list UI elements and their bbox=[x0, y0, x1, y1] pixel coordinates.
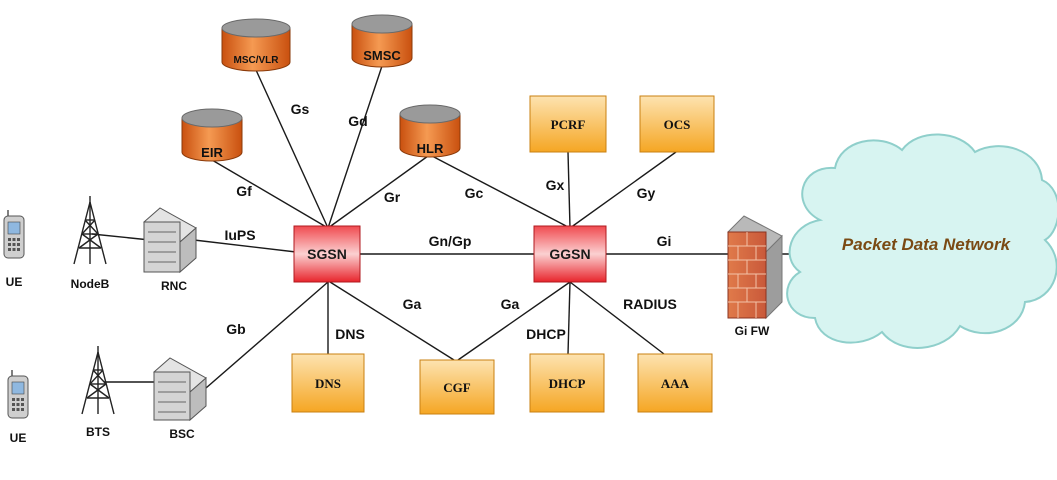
interface-labels: Gs Gd Gf Gr Gc Gx Gy IuPS Gn/Gp Gi Gb DN… bbox=[224, 101, 676, 342]
link-bsc-sgsn bbox=[205, 281, 329, 389]
dns-box: DNS bbox=[291, 353, 365, 413]
interface-radius: RADIUS bbox=[623, 296, 677, 312]
mobile-phone-icon bbox=[3, 210, 25, 259]
interface-dns: DNS bbox=[335, 326, 365, 342]
sgsn-node: SGSN bbox=[293, 225, 361, 283]
interface-gy: Gy bbox=[637, 185, 656, 201]
smsc-label: SMSC bbox=[363, 48, 401, 63]
bts-label: BTS bbox=[86, 425, 110, 439]
eir-database: EIR bbox=[181, 108, 243, 162]
dhcp-box: DHCP bbox=[529, 353, 605, 413]
link-ggsn-hlr bbox=[431, 155, 571, 229]
link-rnc-sgsn bbox=[193, 239, 297, 253]
packet-data-network-cloud: Packet Data Network bbox=[786, 133, 1057, 349]
link-ggsn-ocs bbox=[569, 151, 677, 229]
smsc-database: SMSC bbox=[351, 14, 413, 68]
rnc: RNC bbox=[143, 207, 197, 293]
database-cylinder-icon bbox=[399, 104, 461, 158]
aaa-box: AAA bbox=[637, 353, 713, 413]
cloud-icon bbox=[786, 133, 1057, 349]
interface-gs: Gs bbox=[291, 101, 310, 117]
sgsn-label: SGSN bbox=[307, 246, 347, 262]
rnc-label: RNC bbox=[161, 279, 187, 293]
aaa-label: AAA bbox=[661, 376, 690, 391]
hlr-label: HLR bbox=[417, 141, 444, 156]
dhcp-box-label: DHCP bbox=[549, 376, 586, 391]
firewall-icon bbox=[727, 215, 783, 320]
connection-lines bbox=[91, 65, 800, 389]
dns-box-label: DNS bbox=[315, 376, 341, 391]
bsc: BSC bbox=[153, 357, 207, 441]
pdn-label: Packet Data Network bbox=[842, 235, 1012, 254]
interface-iups: IuPS bbox=[224, 227, 255, 243]
link-ggsn-dhcp bbox=[567, 281, 571, 355]
pcrf-label: PCRF bbox=[551, 117, 586, 132]
radio-tower-icon bbox=[73, 196, 107, 265]
server-rack-icon bbox=[143, 207, 197, 274]
database-cylinder-icon bbox=[221, 18, 291, 72]
interface-gr: Gr bbox=[384, 189, 401, 205]
eir-label: EIR bbox=[201, 145, 223, 160]
nodeb-label: NodeB bbox=[71, 277, 110, 291]
interface-gf: Gf bbox=[236, 183, 252, 199]
bsc-label: BSC bbox=[169, 427, 195, 441]
interface-ga-left: Ga bbox=[403, 296, 422, 312]
interface-gn-gp: Gn/Gp bbox=[429, 233, 472, 249]
link-sgsn-smsc bbox=[327, 65, 383, 229]
database-cylinder-icon bbox=[181, 108, 243, 162]
msc-vlr-label: MSC/VLR bbox=[234, 55, 280, 66]
ggsn-node: GGSN bbox=[533, 225, 607, 283]
link-ggsn-cgf bbox=[457, 281, 571, 361]
interface-gd: Gd bbox=[348, 113, 367, 129]
interface-gb: Gb bbox=[226, 321, 245, 337]
interface-gx: Gx bbox=[546, 177, 565, 193]
pcrf-box: PCRF bbox=[529, 95, 607, 153]
ue-top-label: UE bbox=[6, 275, 23, 289]
link-ggsn-aaa bbox=[569, 281, 665, 355]
interface-dhcp: DHCP bbox=[526, 326, 566, 342]
database-cylinder-icon bbox=[351, 14, 413, 68]
gi-fw-label: Gi FW bbox=[735, 324, 770, 338]
interface-gi: Gi bbox=[657, 233, 672, 249]
bts: BTS bbox=[81, 346, 115, 439]
mobile-phone-icon bbox=[7, 370, 29, 419]
link-ggsn-pcrf bbox=[567, 151, 571, 229]
link-sgsn-cgf bbox=[329, 281, 455, 361]
radio-tower-icon bbox=[81, 346, 115, 415]
link-nodeb-rnc bbox=[91, 233, 151, 241]
link-sgsn-eir bbox=[211, 159, 329, 229]
ggsn-label: GGSN bbox=[549, 246, 590, 262]
msc-vlr-database: MSC/VLR bbox=[221, 18, 291, 72]
cgf-box: CGF bbox=[419, 359, 495, 415]
cgf-label: CGF bbox=[443, 380, 471, 395]
ocs-label: OCS bbox=[664, 117, 691, 132]
ue-bottom-label: UE bbox=[10, 431, 27, 445]
nodeb: NodeB bbox=[71, 196, 110, 291]
server-rack-icon bbox=[153, 357, 207, 422]
ue-top: UE bbox=[3, 210, 25, 289]
link-sgsn-hlr bbox=[327, 155, 429, 229]
hlr-database: HLR bbox=[399, 104, 461, 158]
ue-bottom: UE bbox=[7, 370, 29, 445]
ocs-box: OCS bbox=[639, 95, 715, 153]
interface-gc: Gc bbox=[465, 185, 484, 201]
gi-fw: Gi FW bbox=[727, 215, 783, 338]
link-sgsn-msc bbox=[255, 69, 329, 229]
interface-ga-right: Ga bbox=[501, 296, 520, 312]
